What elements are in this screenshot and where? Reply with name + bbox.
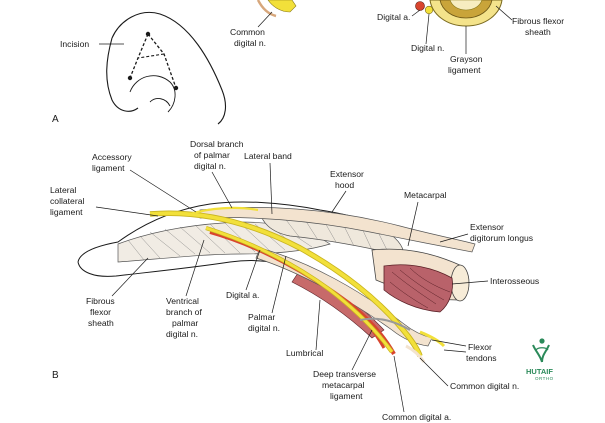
label-fibrous-flexor-a2: sheath [525,27,551,37]
label-dorsal-2: of palmar [194,150,230,160]
panel-a-cross-section [415,0,503,27]
label-incision: Incision [60,39,89,49]
label-metacarpal: Metacarpal [404,190,447,200]
label-ventral-1: Ventrical [166,296,199,306]
label-accessory-1: Accessory [92,152,132,162]
label-lateral-band: Lateral band [244,151,292,161]
label-lateral-collateral-1: Lateral [50,185,76,195]
logo-sub: ORTHO [535,376,554,381]
label-grayson-1: Grayson [450,54,483,64]
incision-line [127,31,179,91]
label-flexor-tendons-1: Flexor [468,342,492,352]
label-dtml-2: metacarpal [322,380,365,390]
label-ventral-4: digital n. [166,329,198,339]
label-digital-a-top: Digital a. [377,12,410,22]
label-lumbrical: Lumbrical [286,348,323,358]
label-grayson-2: ligament [448,65,481,75]
label-interosseous: Interosseous [490,276,539,286]
label-fibrous-2: flexor [90,307,111,317]
panel-a-finger-sketch [106,12,227,125]
label-dorsal-1: Dorsal branch [190,139,244,149]
label-fibrous-3: sheath [88,318,114,328]
panel-b-finger [77,201,476,363]
label-digital-n-top: Digital n. [411,43,444,53]
label-flexor-tendons-2: tendons [466,353,497,363]
label-lateral-collateral-2: collateral [50,196,84,206]
label-common-digital-n-a2: digital n. [234,38,266,48]
label-dtml-3: ligament [330,391,363,401]
hutaif-logo: HUTAIF ORTHO [526,338,554,381]
panel-a-letter: A [52,114,59,125]
label-dorsal-3: digital n. [194,161,226,171]
label-common-digital-n-a1: Common [230,27,265,37]
label-palmar-1: Palmar [248,312,275,322]
panel-a-nerve-fragment [256,0,297,18]
hutaif-logo-icon [532,338,550,363]
label-edl-1: Extensor [470,222,504,232]
label-extensor-hood-1: Extensor [330,169,364,179]
label-fibrous-flexor-a1: Fibrous flexor [512,16,564,26]
label-ventral-2: branch of [166,307,202,317]
label-digital-a: Digital a. [226,290,259,300]
logo-name: HUTAIF [526,367,553,376]
label-fibrous-1: Fibrous [86,296,115,306]
label-lateral-collateral-3: ligament [50,207,83,217]
label-extensor-hood-2: hood [335,180,354,190]
label-edl-2: digitorum longus [470,233,533,243]
label-common-digital-n: Common digital n. [450,381,519,391]
label-accessory-2: ligament [92,163,125,173]
label-ventral-3: palmar [172,318,198,328]
panel-b-letter: B [52,370,59,381]
label-palmar-2: digital n. [248,323,280,333]
label-common-digital-a: Common digital a. [382,412,451,422]
label-dtml-1: Deep transverse [313,369,376,379]
